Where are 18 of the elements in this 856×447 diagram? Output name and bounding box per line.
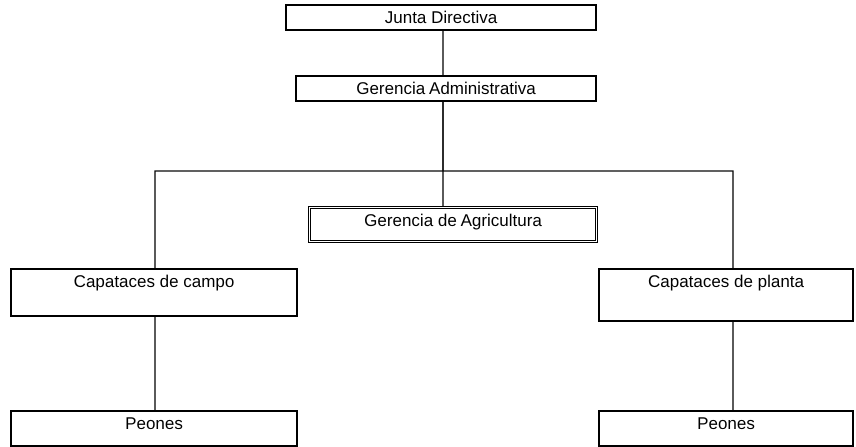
org-box bbox=[285, 4, 597, 31]
box-label: Capataces de planta bbox=[647, 272, 805, 292]
org-box bbox=[10, 268, 298, 317]
box-label: Gerencia de Agricultura bbox=[363, 211, 543, 231]
org-box bbox=[295, 75, 597, 102]
connector-line bbox=[442, 31, 444, 75]
box-label: Peones bbox=[696, 414, 756, 434]
org-box bbox=[308, 206, 598, 243]
org-box bbox=[10, 410, 298, 447]
org-box bbox=[598, 410, 854, 447]
box-label: Gerencia Administrativa bbox=[355, 79, 537, 99]
box-label: Capataces de campo bbox=[72, 272, 236, 292]
connector-line bbox=[442, 102, 734, 268]
box-label: Peones bbox=[124, 414, 184, 434]
org-box bbox=[598, 268, 854, 322]
box-label: Junta Directiva bbox=[384, 8, 498, 28]
connector-line bbox=[154, 317, 156, 410]
connector-line bbox=[732, 322, 734, 410]
